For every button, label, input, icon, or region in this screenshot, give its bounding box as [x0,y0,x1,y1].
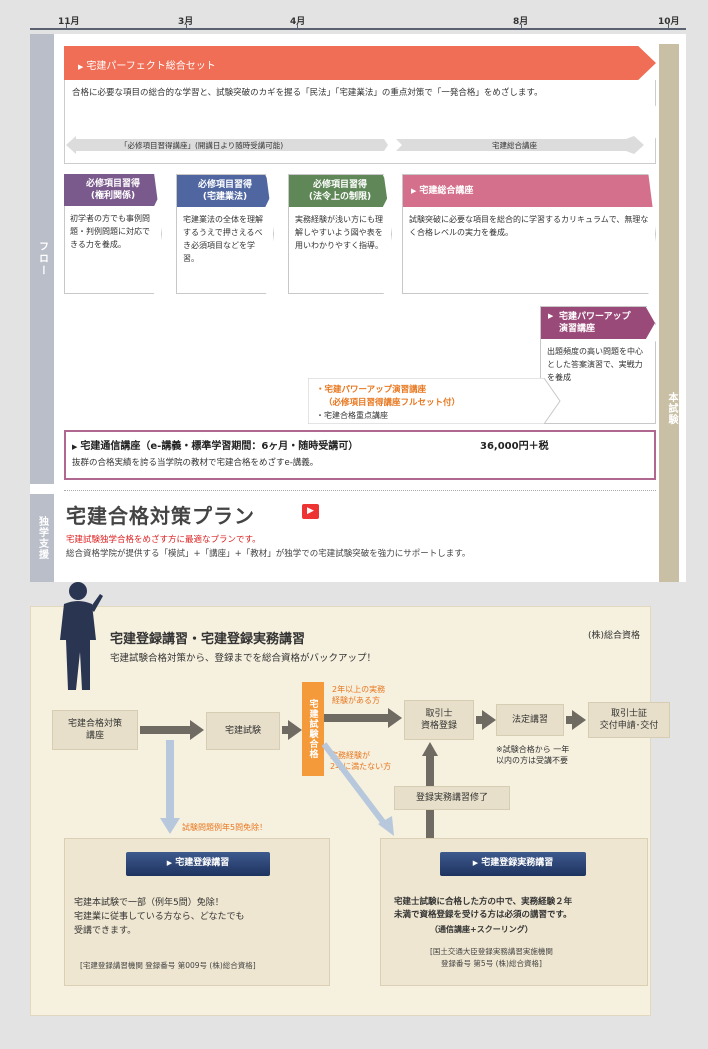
tsushin-title-row: ▶宅建通信講座（e-講義・標準学習期間：6ヶ月・随時受講可） [72,437,358,452]
card-sogo-head: ▶宅建総合講座 [403,175,655,207]
jitsumu-sub: （通信講座+スクーリング） [430,925,533,934]
plan-title[interactable]: 宅建合格対策プラン [66,504,255,528]
card-title: 宅建総合講座 [419,186,474,196]
tsushin-body: 抜群の合格実績を誇る当学院の教材で宅建合格をめざすe-講義。 [72,458,319,468]
month-label: 11月 [58,17,80,27]
card-body: 実務経験が浅い方にも理解しやすいよう図や表を用いわかりやすく指導。 [295,215,383,250]
touroku-button[interactable]: ▶宅建登録講習 [126,852,270,876]
course-box[interactable]: 宅建合格対策 講座 [52,710,138,750]
card-title: 必修項目習得 (宅建業法) [177,175,273,207]
card-title: 宅建パワーアップ 演習講座 [541,307,655,339]
fullset-line3[interactable]: ・宅建合格重点講座 [316,411,388,420]
card-title: 必修項目習得 (権利関係) [64,174,162,206]
register-box[interactable]: 取引士 資格登録 [404,700,474,740]
course-arrows [66,136,644,154]
card-seigen[interactable]: 必修項目習得 (法令上の制限) 実務経験が浅い方にも理解しやすいよう図や表を用い… [288,174,392,294]
card-body: 試験突破に必要な項目を総合的に学習するカリキュラムで、無理なく合格レベルの実力を… [409,215,649,237]
triangle-icon: ▶ [72,443,78,451]
jitsumu-note: [国土交通大臣登録実務講習実施機関 登録番号 第5号 (株)総合資格] [430,947,553,968]
banner-description: 合格に必要な項目の総合的な学習と、試験突破のカギを握る「民法」「宅建業法」の重点… [72,88,543,98]
exp-2plus: 2年以上の実務 経験がある方 [332,685,386,705]
fullset-line2[interactable]: （必修項目習得講座フルセット付） [324,398,461,408]
jitsumu-button-label: 宅建登録実務講習 [481,858,554,868]
card-powerup[interactable]: 宅建パワーアップ 演習講座 出題頻度の高い問題を中心とした答案演習で、実戦力を養… [540,306,656,424]
arrow-right-label: 宅建総合講座 [492,141,537,150]
timeline-line [30,28,686,30]
lower-title: 宅建登録講習・宅建登録実務講習 [110,632,306,647]
plan-red-text: 宅建試験独学合格をめざす方に最適なプランです。 [66,535,261,545]
card-body: 出題頻度の高い問題を中心とした答案演習で、実戦力を養成 [547,347,643,382]
triangle-icon: ▶ [166,859,173,867]
company-name: (株)総合資格 [588,631,641,641]
card-kenri[interactable]: 必修項目習得 (権利関係) 初学者の方でも事例問題・判例問題に対応できる力を養成… [64,174,162,294]
touroku-body: 宅建本試験で一部（例年5問）免除！ 宅建業に従事している方なら、どなたでも 受講… [74,898,245,936]
arrow [566,716,576,724]
arrow [476,716,486,724]
card-box[interactable]: 取引士証 交付申請･交付 [588,702,670,738]
card-gyoho[interactable]: 必修項目習得 (宅建業法) 宅建業法の全体を理解するうえで押さえるべき必須項目な… [176,174,274,294]
fullset-arrow [308,378,561,424]
vertical-arrow [160,740,180,834]
triangle-icon: ▶ [548,312,554,320]
jitsumu-button[interactable]: ▶宅建登録実務講習 [440,852,586,876]
month-label: 10月 [658,17,680,27]
arrow-head [482,710,496,730]
month-label: 3月 [178,17,194,27]
tsushin-title: 宅建通信講座（e-講義・標準学習期間：6ヶ月・随時受講可） [80,441,359,452]
jitsumu-body: 宅建士試験に合格した方の中で、実務経験２年 未満で資格登録を受ける方は必須の講習… [394,897,573,920]
exemption-text: 試験問題例年5問免除！ [182,823,268,832]
fullset-line1[interactable]: ・宅建パワーアップ演習講座 [316,385,427,395]
arrow-head [388,708,402,728]
exp-less: 実務経験が 2年に満たない方 [330,751,392,771]
touroku-note: [宅建登録講習機関 登録番号 第009号 (株)総合資格] [80,961,256,970]
jitsumu-done-box: 登録実務講習修了 [394,786,510,810]
arrow-head [190,720,204,740]
arrow [324,714,392,722]
exam-box[interactable]: 宅建試験 [206,712,280,750]
timeline-tick [521,24,522,30]
timeline-tick [668,24,669,30]
card-body: 初学者の方でも事例問題・判例問題に対応できる力を養成。 [70,214,150,249]
arrow-head [288,720,302,740]
month-label: 4月 [290,17,306,27]
hotei-box[interactable]: 法定講習 [496,704,564,736]
exam-sidebar: 本試験 [659,44,679,582]
diagonal-arrow [322,742,394,836]
banner-title: 宅建パーフェクト総合セット [86,61,216,72]
pass-box: 宅建試験合格 [302,682,324,776]
arrow-left-label: 「必修項目習得講座」(開講日より随時受講可能) [120,141,284,150]
tsushin-box[interactable] [64,430,656,480]
play-icon[interactable]: ▶ [302,504,319,519]
arrow [140,726,194,734]
hotei-note: ※試験合格から 一年 以内の方は受講不要 [496,745,570,765]
flow-sidebar: フロー [30,34,54,484]
timeline-tick [66,24,67,30]
touroku-button-label: 宅建登録講習 [175,858,230,868]
arrow-head [572,710,586,730]
month-label: 8月 [513,17,529,27]
card-title: 必修項目習得 (法令上の制限) [289,175,391,207]
person-silhouette-icon [60,582,103,690]
timeline-tick [186,24,187,30]
lower-subtitle: 宅建試験合格対策から、登録までを総合資格がバックアップ！ [110,653,377,664]
arrow [282,726,292,734]
card-sogo[interactable]: ▶宅建総合講座 試験突破に必要な項目を総合的に学習するカリキュラムで、無理なく合… [402,174,656,294]
divider [64,490,656,491]
timeline-tick [297,24,298,30]
triangle-icon: ▶ [78,63,84,71]
perfect-set-banner[interactable]: ▶宅建パーフェクト総合セット [64,46,656,80]
triangle-icon: ▶ [472,859,479,867]
card-body: 宅建業法の全体を理解するうえで押さえるべき必須項目などを学習。 [183,215,263,263]
triangle-icon: ▶ [411,187,417,195]
support-sidebar: 独学支援 [30,494,54,582]
tsushin-price: 36,000円＋税 [480,441,549,452]
plan-gray-text: 総合資格学院が提供する「模試」+「講座」+「教材」が独学での宅建試験突破を強力に… [66,549,471,559]
